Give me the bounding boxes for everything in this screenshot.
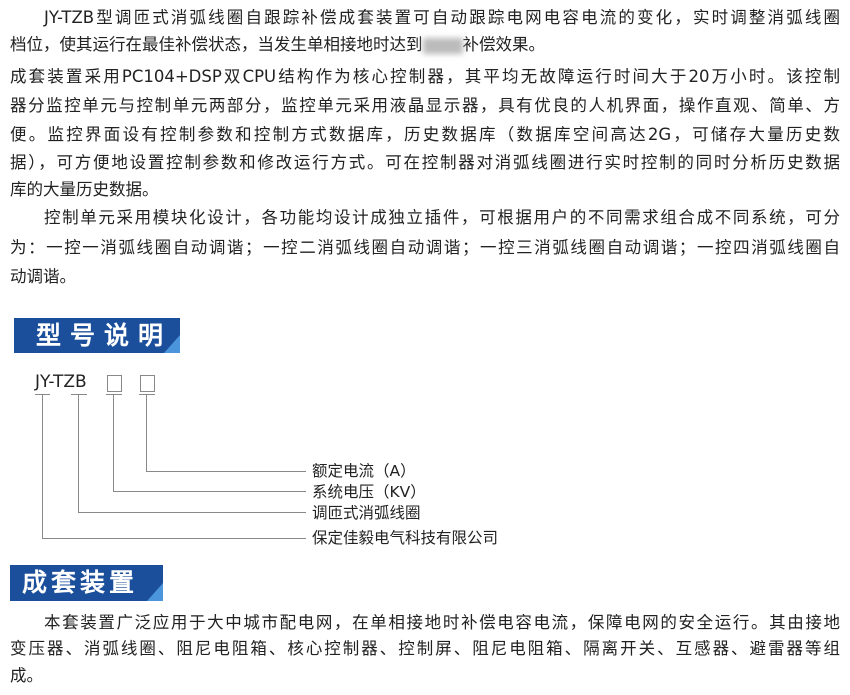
section-banner-composition: 成套装置组成: [10, 565, 163, 633]
connector: [146, 471, 306, 472]
underline: [71, 394, 87, 395]
text: 档位，使其运行在最佳补偿状态，当发生单相接地时达到: [10, 35, 423, 54]
connector: [42, 394, 43, 539]
composition-line: 本套装置广泛应用于大中城市配电网，在单相接地时补偿电容电流，保障电网的安全运行。…: [44, 613, 840, 632]
label-rated-current: 额定电流（A）: [312, 462, 416, 480]
connector: [113, 491, 306, 492]
intro-line: 动调谐。: [10, 267, 76, 286]
intro-line: 为：一控一消弧线圈自动调谐；一控二消弧线圈自动调谐；一控三消弧线圈自动调谐；一控…: [10, 238, 840, 257]
label-system-voltage: 系统电压（KV）: [312, 483, 426, 501]
banner-corner: [164, 335, 180, 353]
connector: [42, 538, 306, 539]
underline: [139, 394, 155, 395]
composition-line: 变压器、消弧线圈、阻尼电阻箱、核心控制器、控制屏、阻尼电阻箱、隔离开关、互感器、…: [10, 639, 840, 658]
intro-line: 便。监控界面设有控制参数和控制方式数据库，历史数据库（数据库空间高达2G，可储存…: [10, 125, 840, 144]
section-title: 成套装置组成: [22, 568, 139, 633]
intro-line: 据），可方便地设置控制参数和修改运行方式。可在控制器对消弧线圈进行实时控制的同时…: [10, 153, 840, 172]
intro-line: 控制单元采用模块化设计，各功能均设计成独立插件，可根据用户的不同需求组合成不同系…: [44, 208, 840, 227]
intro-line: JY-TZB型调匝式消弧线圈自跟踪补偿成套装置可自动跟踪电网电容电流的变化，实时…: [44, 8, 840, 27]
section-banner-model: 型号说明: [14, 318, 180, 353]
intro-line: 器分监控单元与控制单元两部分，监控单元采用液晶显示器，具有优良的人机界面，操作直…: [10, 96, 840, 115]
blurred-text: [422, 37, 463, 54]
section-title: 型号说明: [36, 321, 173, 350]
intro-line: 档位，使其运行在最佳补偿状态，当发生单相接地时达到 补偿效果。: [10, 35, 840, 55]
label-company: 保定佳毅电气科技有限公司: [312, 529, 499, 547]
intro-line: 库的大量历史数据。: [10, 180, 159, 199]
placeholder-box: [140, 375, 155, 392]
intro-line: 成套装置采用PC104+DSP双CPU结构作为核心控制器，其平均无故障运行时间大…: [10, 67, 840, 86]
label-coil-type: 调匝式消弧线圈: [312, 504, 421, 522]
connector: [78, 512, 306, 513]
model-code: JY-TZB: [35, 372, 87, 392]
text: 补偿效果。: [462, 35, 546, 54]
banner-corner: [147, 583, 163, 601]
connector: [78, 394, 79, 513]
connector: [113, 394, 114, 492]
placeholder-box: [107, 375, 122, 392]
connector: [146, 394, 147, 472]
composition-line: 成。: [10, 666, 43, 685]
underline: [106, 394, 122, 395]
